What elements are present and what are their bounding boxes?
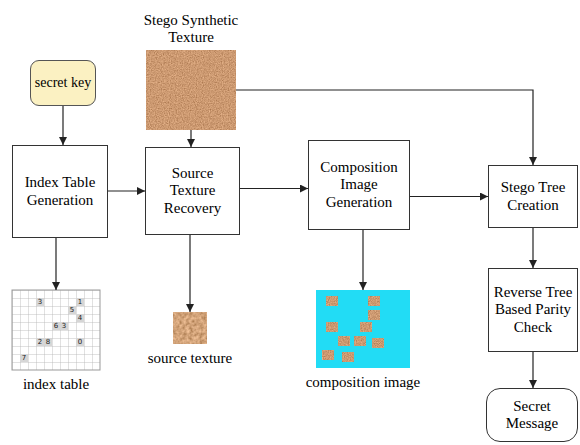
image-caption: source texture bbox=[148, 350, 233, 367]
process-box: Composition Image Generation bbox=[308, 140, 410, 230]
table-cell: 3 bbox=[60, 322, 68, 330]
composition-image bbox=[316, 290, 410, 368]
connector-arrow bbox=[362, 230, 363, 290]
connector-arrow bbox=[55, 238, 56, 290]
box-label: Index Table Generation bbox=[16, 174, 104, 209]
box-label: secret key bbox=[35, 75, 91, 91]
table-cell: 5 bbox=[68, 306, 76, 314]
table-cell: 2 bbox=[36, 338, 44, 346]
connector-arrow bbox=[108, 190, 145, 191]
box-label: Composition Image Generation bbox=[312, 159, 406, 211]
connector-arrow bbox=[62, 106, 63, 145]
texture-panel: Stego Synthetic Texture bbox=[146, 50, 236, 130]
connector-arrow bbox=[240, 188, 308, 189]
table-cell: 6 bbox=[52, 322, 60, 330]
image-caption: index table bbox=[23, 376, 89, 393]
connector-arrow bbox=[532, 352, 533, 388]
image-caption: Stego Synthetic Texture bbox=[126, 12, 256, 47]
process-box: Source Texture Recovery bbox=[145, 147, 240, 235]
connector-arrow bbox=[189, 235, 190, 312]
table-cell: 8 bbox=[44, 338, 52, 346]
key-box: secret key bbox=[30, 60, 96, 106]
process-box: Stego Tree Creation bbox=[488, 165, 578, 228]
table-cell: 4 bbox=[76, 314, 84, 322]
box-label: Source Texture Recovery bbox=[149, 165, 236, 217]
source-texture-image bbox=[173, 312, 207, 344]
box-label: Secret Message bbox=[490, 398, 574, 433]
composition-panel: composition image bbox=[316, 290, 410, 368]
texture-image bbox=[146, 50, 236, 130]
connector-arrow bbox=[532, 228, 533, 268]
texture-panel: source texture bbox=[173, 312, 207, 344]
terminal-box: Secret Message bbox=[486, 388, 578, 442]
connector-arrow bbox=[190, 130, 191, 147]
connector-arrow bbox=[410, 196, 488, 197]
process-box: Reverse Tree Based Parity Check bbox=[488, 268, 578, 352]
index-grid bbox=[12, 290, 100, 370]
box-label: Reverse Tree Based Parity Check bbox=[492, 284, 574, 336]
table-cell: 3 bbox=[36, 298, 44, 306]
table-cell: 0 bbox=[76, 338, 84, 346]
table-cell: 7 bbox=[20, 354, 28, 362]
process-box: Index Table Generation bbox=[12, 145, 108, 238]
box-label: Stego Tree Creation bbox=[492, 179, 574, 214]
image-caption: composition image bbox=[306, 374, 421, 391]
table-cell: 1 bbox=[76, 298, 84, 306]
